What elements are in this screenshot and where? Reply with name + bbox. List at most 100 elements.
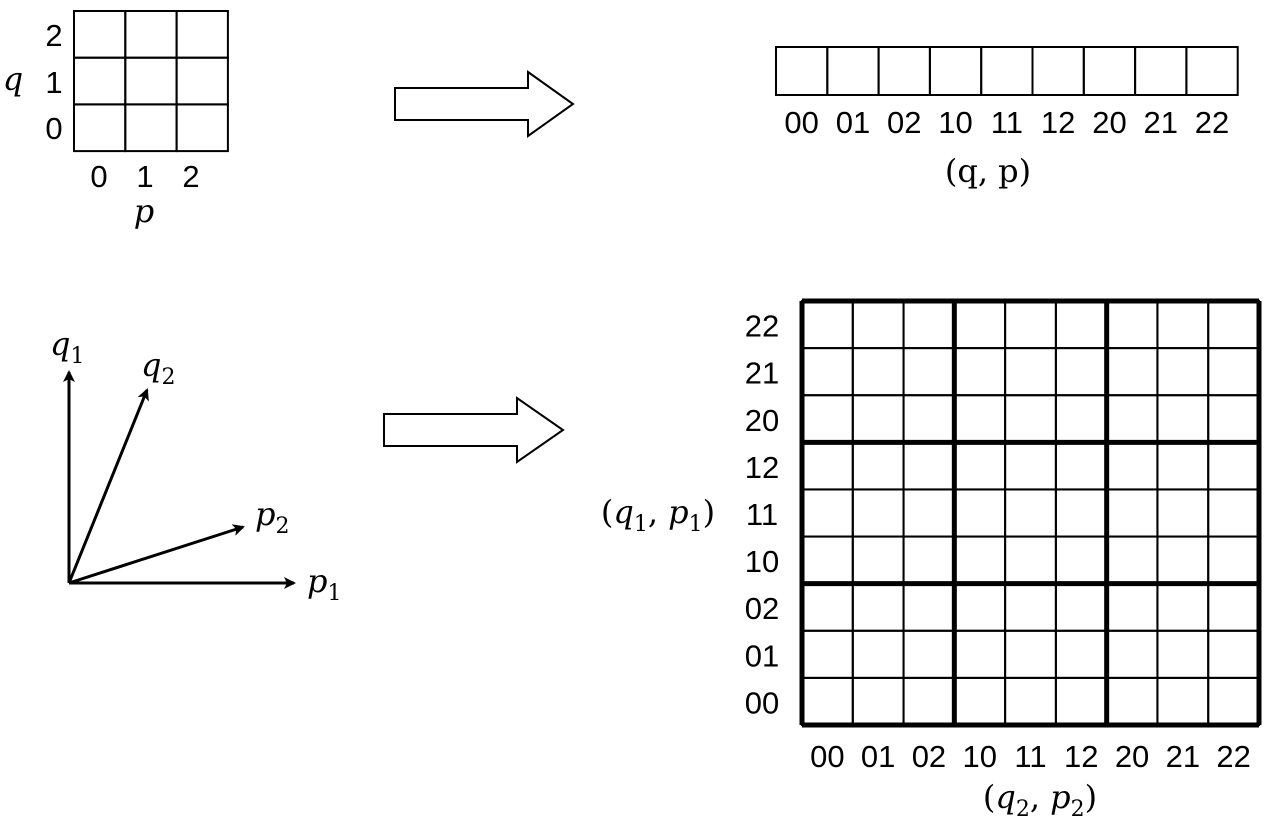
row-axis-comma: , <box>648 493 668 531</box>
matrix-row-label: 10 <box>745 544 779 579</box>
phase-cell <box>73 103 127 153</box>
q2-base: q <box>141 346 161 384</box>
phase-cell <box>124 56 178 106</box>
matrix-cell <box>953 629 1007 679</box>
p2-axis <box>68 524 245 585</box>
matrix-row-axis-label: (q1, p1) <box>601 493 715 537</box>
matrix-cell <box>801 394 854 444</box>
phase-cell <box>73 56 127 106</box>
vector-cell-label: 21 <box>1144 105 1178 140</box>
matrix-cell <box>902 488 956 538</box>
q1-axis-label: q1 <box>50 325 84 369</box>
matrix-cell <box>902 582 956 632</box>
matrix-row-label: 22 <box>745 309 779 344</box>
matrix-cell <box>1207 535 1260 585</box>
matrix-cell <box>1105 582 1159 632</box>
matrix-cell <box>1105 535 1159 585</box>
p1-subscript: 1 <box>327 581 341 606</box>
row-axis-q-sub: 1 <box>634 512 648 537</box>
matrix-cell <box>1054 535 1108 585</box>
phase-cell <box>175 10 229 59</box>
matrix-row-label: 00 <box>745 685 779 720</box>
matrix-cell <box>801 441 854 491</box>
matrix-cell <box>1207 582 1260 632</box>
p2-axis-label: p2 <box>255 495 289 539</box>
matrix-col-label: 22 <box>1216 739 1250 774</box>
vector-cell-label: 12 <box>1041 105 1075 140</box>
phase-cell <box>175 56 229 106</box>
matrix-cell <box>953 535 1007 585</box>
vector-cell-label: 02 <box>887 105 921 140</box>
vector-cell <box>1185 46 1239 96</box>
vector-cell-label: 01 <box>836 105 870 140</box>
bottom-transform-arrow <box>383 396 565 464</box>
col-axis-q-sub: 2 <box>1016 797 1030 822</box>
joint-matrix <box>799 298 1262 728</box>
matrix-cell <box>1004 535 1057 585</box>
q2-axis-label: q2 <box>141 346 175 390</box>
matrix-cell <box>1004 347 1057 397</box>
matrix-cell <box>1156 441 1210 491</box>
vector-cell <box>826 46 880 96</box>
phase-space-p-ticks: 0 1 2 <box>90 159 199 194</box>
matrix-cell <box>851 347 905 397</box>
row-axis-open: ( <box>601 493 613 531</box>
matrix-cell <box>1207 676 1260 727</box>
matrix-cell <box>902 676 956 727</box>
phase-space-axes <box>63 370 296 589</box>
vector-cell <box>1082 46 1137 96</box>
vector-cell <box>1031 46 1085 96</box>
matrix-cell <box>851 300 905 350</box>
matrix-cell <box>1004 629 1057 679</box>
matrix-cell <box>1156 582 1210 632</box>
matrix-cell <box>902 441 956 491</box>
p-tick-middle: 1 <box>136 159 153 194</box>
matrix-cell <box>1207 441 1260 491</box>
matrix-cell <box>851 629 905 679</box>
matrix-cell <box>1156 629 1210 679</box>
matrix-cell <box>1156 676 1210 727</box>
phase-cell <box>73 10 127 59</box>
matrix-cell <box>1054 676 1108 727</box>
top-transform-arrow <box>394 70 575 138</box>
q1-subscript: 1 <box>70 344 84 369</box>
q1-base: q <box>50 325 70 363</box>
matrix-cell <box>1207 488 1260 538</box>
vector-cell <box>775 46 829 96</box>
matrix-row-label: 11 <box>746 497 778 532</box>
col-axis-p: p <box>1050 778 1070 816</box>
matrix-cell <box>1105 629 1159 679</box>
matrix-col-label: 21 <box>1166 739 1200 774</box>
matrix-cell <box>902 535 956 585</box>
matrix-cell <box>1054 394 1108 444</box>
col-axis-close: ) <box>1085 778 1097 816</box>
phase-cell <box>124 103 178 153</box>
matrix-cell <box>1004 676 1057 727</box>
vector-cell-label: 00 <box>784 105 818 140</box>
row-axis-close: ) <box>703 493 715 531</box>
phase-space-grid <box>73 10 229 153</box>
p2-subscript: 2 <box>275 514 289 539</box>
matrix-cell <box>1156 394 1210 444</box>
matrix-cell <box>1004 488 1057 538</box>
matrix-row-label: 01 <box>745 638 779 673</box>
p2-base: p <box>255 495 275 533</box>
q-tick-bottom: 0 <box>45 111 62 146</box>
matrix-cell <box>953 676 1007 727</box>
matrix-cell <box>953 488 1007 538</box>
vector-cell <box>1134 46 1188 96</box>
matrix-cell <box>953 441 1007 491</box>
col-axis-comma: , <box>1030 778 1050 816</box>
col-axis-open: ( <box>983 778 995 816</box>
matrix-cell <box>801 488 854 538</box>
p1-axis-label: p1 <box>307 562 341 606</box>
matrix-cell <box>902 629 956 679</box>
matrix-row-label: 02 <box>745 591 779 626</box>
matrix-cell <box>801 347 854 397</box>
row-axis-q: q <box>613 493 633 531</box>
matrix-cell <box>902 300 956 350</box>
matrix-cell <box>1105 347 1159 397</box>
